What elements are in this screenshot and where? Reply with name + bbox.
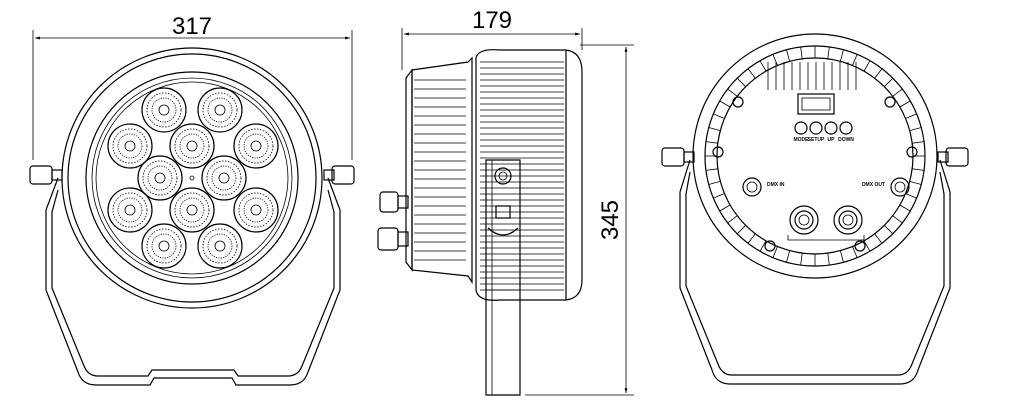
side-fins (480, 61, 564, 291)
back-yoke (661, 147, 969, 385)
side-connectors (377, 191, 409, 251)
dmx-connectors: DMX IN DMX OUT (742, 177, 910, 197)
height-dimension: 345 (525, 44, 634, 396)
led-lens (141, 87, 187, 133)
side-view: 179 345 (377, 7, 634, 396)
led-lens (169, 123, 215, 169)
dmx-in-connector (742, 177, 762, 197)
setup-button (809, 121, 823, 135)
led-lens (169, 187, 215, 233)
back-right-knob (945, 147, 969, 167)
side-yoke (485, 159, 521, 396)
control-buttons: MODE SETUP UP DOWN (794, 121, 854, 143)
power-in-connector (789, 205, 819, 235)
power-connectors (787, 205, 865, 241)
front-yoke (29, 165, 355, 386)
led-lens (197, 87, 243, 133)
front-lens-ring (85, 71, 299, 285)
up-label: UP (828, 137, 836, 143)
dmx-out-label: DMX OUT (862, 182, 885, 188)
front-view: 317 (29, 13, 355, 386)
front-housing (61, 47, 323, 309)
dmx-out-connector (890, 177, 910, 197)
up-button (824, 121, 838, 135)
led-lens (201, 155, 247, 201)
display (797, 93, 835, 115)
led-lens (107, 123, 153, 169)
led-lens (233, 123, 279, 169)
led-lens (141, 223, 187, 269)
led-array (107, 87, 279, 269)
height-label: 345 (597, 200, 624, 240)
led-lens (233, 187, 279, 233)
down-button (839, 121, 853, 135)
back-fins (705, 46, 925, 266)
side-housing (475, 49, 583, 301)
led-lens (107, 187, 153, 233)
dmx-in-label: DMX IN (767, 182, 785, 188)
back-housing (692, 33, 938, 279)
depth-label: 179 (472, 7, 512, 34)
width-dimension: 317 (32, 13, 353, 160)
width-label: 317 (172, 13, 212, 40)
depth-dimension: 179 (401, 7, 583, 70)
down-label: DOWN (838, 137, 854, 143)
led-lens (137, 155, 183, 201)
mode-button (794, 121, 808, 135)
left-knob (29, 165, 53, 185)
setup-label: SETUP (808, 137, 825, 143)
power-out-connector (833, 205, 863, 235)
rear-fins (414, 79, 466, 261)
back-left-knob (661, 147, 685, 167)
back-view: MODE SETUP UP DOWN DMX IN DMX OUT (661, 33, 969, 385)
led-lens (197, 223, 243, 269)
mode-label: MODE (794, 137, 810, 143)
side-knob (494, 167, 512, 185)
right-knob (331, 165, 355, 185)
back-screws (712, 96, 918, 252)
